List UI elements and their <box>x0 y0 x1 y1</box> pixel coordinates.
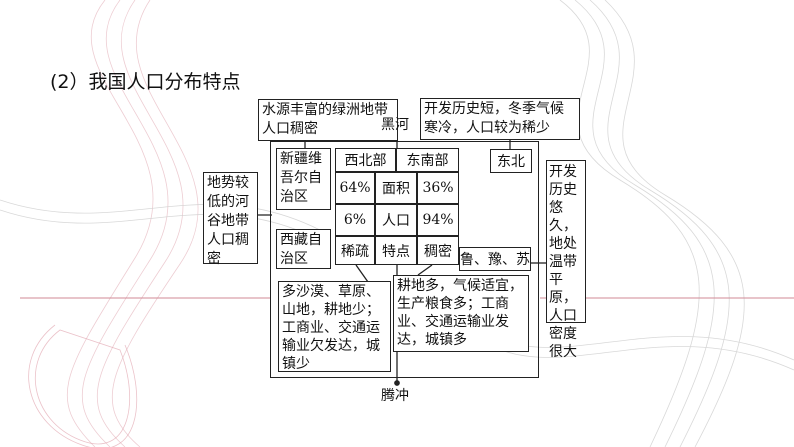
feature-label: 特点 <box>375 236 417 265</box>
city-tengchong: 腾冲 <box>381 388 409 404</box>
map-frame <box>270 141 539 378</box>
area-east: 36% <box>417 172 459 204</box>
river-valley-note: 地势较低的河谷地带人口稠密 <box>203 172 258 267</box>
plain-region-note: 开发历史悠久，地处温带平原，人口密度很大 <box>546 160 586 360</box>
west-traits-box: 多沙漠、草原、山地，耕地少；工商业、交通运输业欠发达，城镇少 <box>278 281 391 372</box>
pop-label: 人口 <box>375 204 417 236</box>
page-title: (2）我国人口分布特点 <box>50 71 241 93</box>
header-east: 东南部 <box>396 148 459 172</box>
city-heihe: 黑河 <box>381 117 409 133</box>
area-west: 64% <box>335 172 375 204</box>
tibet-box: 西藏自治区 <box>276 229 331 269</box>
feature-east: 稠密 <box>417 236 459 265</box>
northeast-box: 东北 <box>490 149 532 173</box>
oasis-note: 水源丰富的绿洲地带人口稠密 <box>258 99 398 141</box>
pop-east: 94% <box>417 204 459 236</box>
header-west: 西北部 <box>335 148 396 172</box>
feature-west: 稀疏 <box>335 236 375 265</box>
east-traits-box: 耕地多，气候适宜，生产粮食多；工商业、交通运输业发达，城镇多 <box>393 275 529 352</box>
area-label: 面积 <box>375 172 417 204</box>
lu-yu-su-box: 鲁、豫、苏 <box>459 247 531 271</box>
northeast-note: 开发历史短，冬季气候寒冷，人口较为稀少 <box>420 98 580 140</box>
xinjiang-box: 新疆维吾尔自治区 <box>276 148 331 210</box>
pop-west: 6% <box>335 204 375 236</box>
